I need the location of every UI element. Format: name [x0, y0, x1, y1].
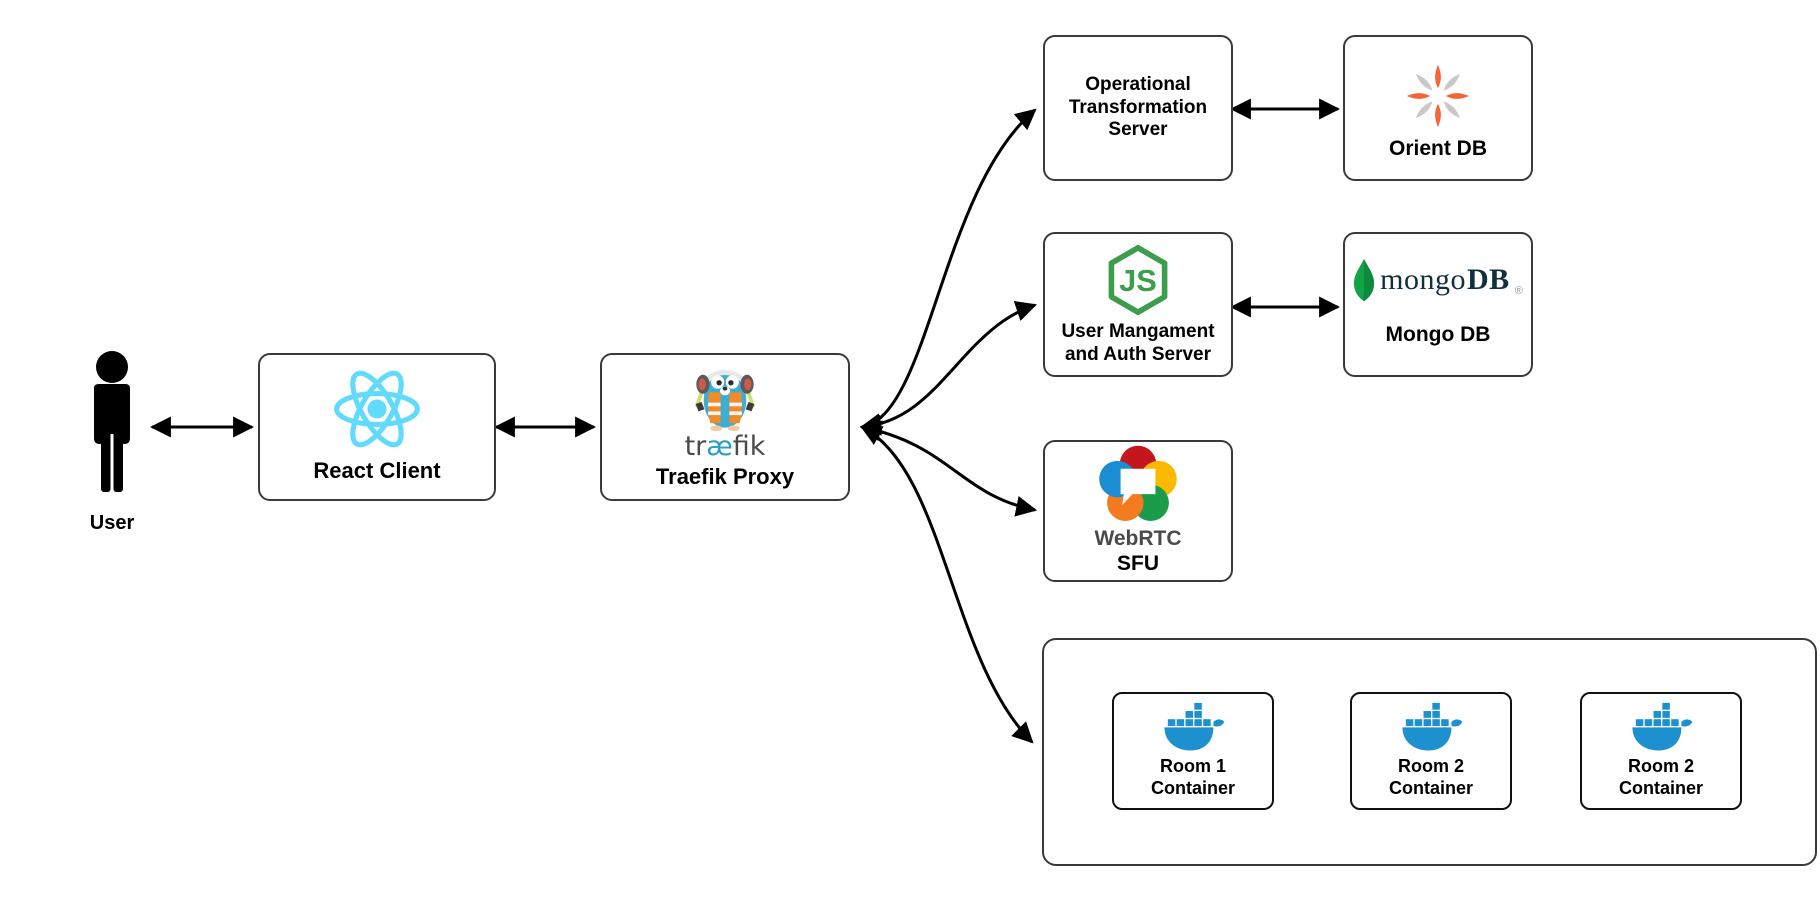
node-traefik-proxy-label: Traefik Proxy	[655, 464, 795, 490]
node-react-client[interactable]: React Client	[258, 353, 496, 501]
node-room-container-3[interactable]: Room 2 Container	[1580, 692, 1742, 810]
docker-logo	[1397, 701, 1465, 751]
node-user-management-label: User Mangament and Auth Server	[1061, 321, 1215, 365]
person-icon	[82, 350, 142, 495]
node-ot-server-label: Operational Transformation Server	[1068, 74, 1208, 141]
traefik-wordmark-ae: æ	[706, 431, 733, 463]
node-mongo-db-label: Mongo DB	[1385, 323, 1491, 347]
node-orient-db-label: Orient DB	[1388, 136, 1487, 160]
mongodb-leaf-icon	[1354, 259, 1375, 302]
mongodb-word-light: mongo	[1380, 263, 1467, 297]
edge-traefik-to-ot-server	[859, 108, 1037, 434]
webrtc-logo	[1098, 445, 1178, 521]
traefik-logo	[688, 360, 762, 432]
node-room-container-3-label: Room 2 Container	[1618, 756, 1703, 798]
mongodb-word-bold: DB	[1467, 263, 1510, 297]
node-webrtc-sfu[interactable]: WebRTC SFU	[1043, 440, 1233, 582]
node-react-client-label: React Client	[313, 457, 441, 483]
traefik-wordmark-post: fik	[732, 431, 766, 463]
node-room-container-1-label: Room 1 Container	[1150, 756, 1235, 798]
node-room-container-1[interactable]: Room 1 Container	[1112, 692, 1274, 810]
node-webrtc-label-top: WebRTC	[1094, 526, 1182, 550]
node-webrtc-label-bottom: SFU	[1117, 551, 1159, 575]
node-room-container-2-label: Room 2 Container	[1388, 756, 1473, 798]
node-user-management[interactable]: JS User Mangament and Auth Server	[1043, 232, 1233, 377]
user-label: User	[89, 512, 135, 534]
edge-traefik-to-user-management	[859, 301, 1037, 436]
traefik-wordmark-pre: tr	[684, 431, 707, 463]
docker-logo	[1627, 701, 1695, 751]
node-orient-db[interactable]: Orient DB	[1343, 35, 1533, 181]
nodejs-logo: JS	[1106, 245, 1170, 316]
mongodb-registered-mark: ®	[1514, 285, 1523, 298]
react-logo	[333, 369, 421, 449]
node-room-container-2[interactable]: Room 2 Container	[1350, 692, 1512, 810]
traefik-wordmark: træfik	[685, 433, 766, 460]
svg-text:JS: JS	[1119, 263, 1157, 298]
node-ot-server[interactable]: Operational Transformation Server	[1043, 35, 1233, 181]
docker-logo	[1159, 701, 1227, 751]
edge-traefik-to-room-containers	[860, 425, 1034, 744]
orientdb-logo	[1399, 57, 1477, 135]
node-traefik-proxy[interactable]: træfik Traefik Proxy	[600, 353, 850, 501]
edge-traefik-to-webrtc-sfu	[859, 420, 1038, 517]
node-mongo-db[interactable]: mongo DB ® Mongo DB	[1343, 232, 1533, 377]
mongodb-wordmark: mongo DB ®	[1353, 259, 1523, 302]
